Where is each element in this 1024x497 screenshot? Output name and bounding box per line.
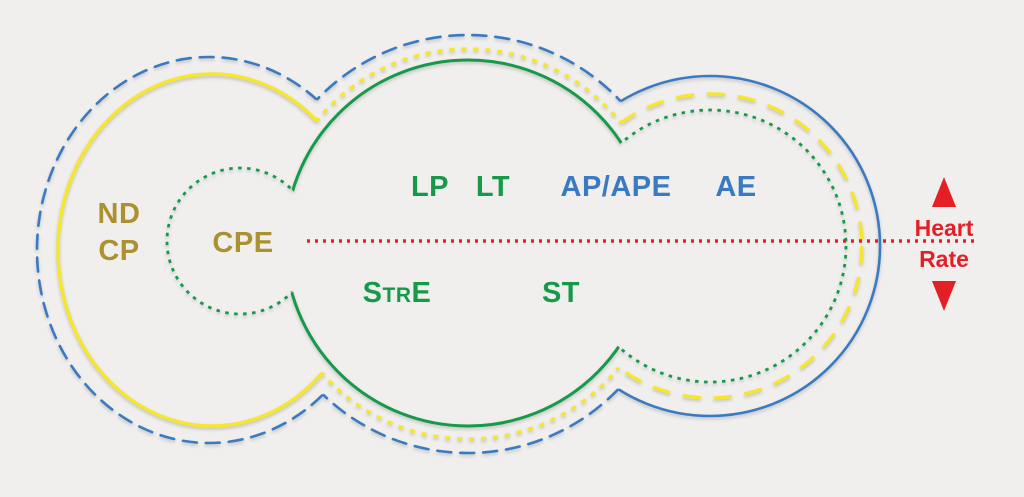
label-lp: LP — [411, 171, 449, 203]
label-lt: LT — [476, 171, 510, 203]
blue-zone-outline — [35, 33, 882, 455]
yellow-zone-outline — [56, 47, 864, 441]
label-stre-tr: TR — [383, 284, 412, 307]
blue-dashed-middle-circle — [257, 33, 679, 455]
label-cpe: CPE — [212, 227, 273, 259]
green-dotted-right-circle — [572, 108, 848, 384]
blue-solid-right-circle — [538, 74, 882, 418]
heart-rate-down-arrow-icon — [932, 281, 956, 311]
yellow-dotted-middle-circle — [271, 47, 665, 441]
label-cp: CP — [98, 235, 139, 267]
green-dotted-cpe-circle — [165, 166, 315, 316]
zone-labels: ND CP CPE LP LT AP/APE AE STRE ST — [98, 171, 757, 309]
label-stre: STRE — [363, 277, 432, 309]
label-ap-ape: AP/APE — [561, 171, 672, 203]
blue-dashed-left-circle — [35, 55, 383, 445]
heart-rate-up-arrow-icon — [932, 177, 956, 207]
label-stre-s: S — [363, 277, 383, 309]
yellow-dashed-right-circle — [556, 92, 864, 400]
green-solid-middle-circle — [283, 58, 653, 428]
label-st: ST — [542, 277, 580, 309]
heart-rate-label-line1: Heart — [915, 215, 974, 241]
green-zone-outline — [165, 58, 848, 428]
yellow-solid-left-circle — [56, 72, 368, 428]
heart-rate-label-line2: Rate — [919, 246, 969, 272]
label-ae: AE — [715, 171, 756, 203]
label-nd: ND — [98, 198, 141, 230]
heart-rate-axis: Heart Rate — [307, 177, 977, 311]
label-stre-e: E — [412, 277, 432, 309]
